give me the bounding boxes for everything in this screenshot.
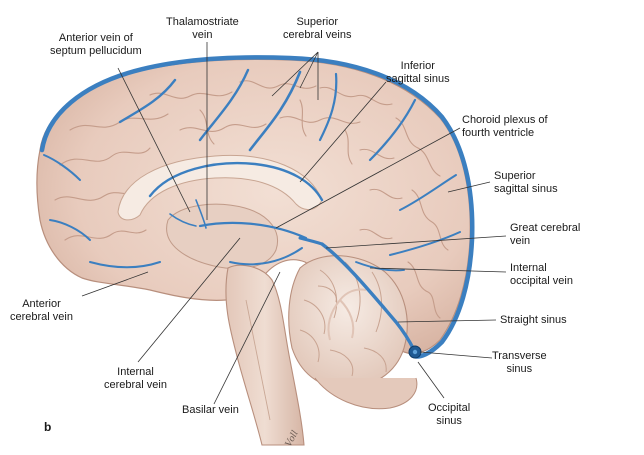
lower-cerebellum: [314, 377, 418, 410]
panel-letter: b: [44, 420, 52, 434]
label-transverse-sinus: Transverse sinus: [492, 350, 547, 375]
brainstem: [225, 264, 305, 446]
label-internal-occipital-vein: Internal occipital vein: [510, 262, 573, 287]
label-basilar-vein: Basilar vein: [182, 404, 239, 416]
straight-sinus-vessel: [320, 242, 416, 352]
label-occipital-sinus: Occipital sinus: [428, 402, 471, 427]
brainstem-groove: [245, 299, 271, 421]
label-superior-sagittal-sinus: Superior sagittal sinus: [494, 170, 558, 195]
leader-lines: [81, 42, 507, 405]
label-thalamostriate-vein: Thalamostriate vein: [166, 16, 239, 41]
corpus-callosum: [117, 154, 323, 221]
label-internal-cerebral-vein: Internal cerebral vein: [104, 366, 167, 391]
label-straight-sinus: Straight sinus: [500, 314, 567, 326]
label-great-cerebral-vein: Great cerebral vein: [510, 222, 581, 247]
transverse-sinus-lumen: [412, 349, 418, 355]
label-superior-cerebral-veins: Superior cerebral veins: [283, 16, 352, 41]
label-choroid-plexus-fourth-ventricle: Choroid plexus of fourth ventricle: [462, 114, 548, 139]
label-anterior-vein-septum-pellucidum: Anterior vein of septum pellucidum: [50, 32, 142, 57]
label-anterior-cerebral-vein: Anterior cerebral vein: [10, 298, 73, 323]
arbor-vitae: [327, 288, 367, 341]
venous-system: [39, 55, 475, 359]
thalamus: [166, 203, 278, 270]
cerebellum: [288, 255, 408, 389]
label-inferior-sagittal-sinus: Inferior sagittal sinus: [386, 60, 450, 85]
superior-sagittal-sinus-vessel: [39, 55, 475, 359]
